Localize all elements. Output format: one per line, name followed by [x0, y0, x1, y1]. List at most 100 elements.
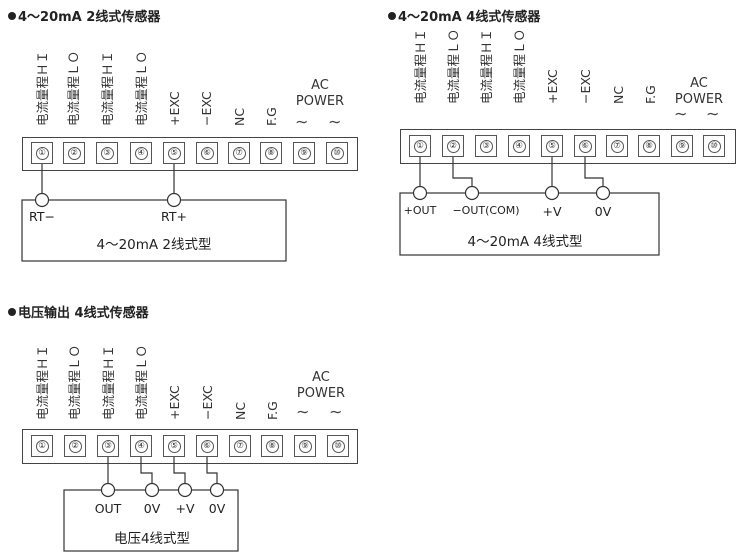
terminal-number: ⑦	[610, 139, 624, 153]
terminal-number: ④	[134, 146, 148, 160]
terminal-8: ⑧	[260, 142, 282, 164]
section-title-text: 4～20mA 4线式传感器	[398, 10, 541, 25]
terminal-5: ⑤	[163, 435, 185, 457]
ac-wave-icon: ∼	[296, 402, 310, 421]
terminal-number: ④	[134, 439, 148, 453]
section-title-2wire-current: 4～20mA 2线式传感器	[8, 6, 160, 25]
ac-wave-icon: ∼	[674, 104, 688, 123]
terminal-2: ②	[63, 142, 85, 164]
connection-terminal-icon	[144, 482, 160, 498]
terminal-number: ③	[479, 139, 493, 153]
terminal-9: ⑨	[671, 135, 693, 157]
wire	[584, 157, 604, 187]
terminal-10: ⑩	[327, 435, 349, 457]
terminal-4: ④	[130, 142, 152, 164]
terminal-3: ③	[475, 135, 497, 157]
pin-label-0v: 0V	[143, 501, 161, 516]
terminal-6: ⑥	[574, 135, 596, 157]
pin-label-rt-minus: RT−	[29, 209, 55, 224]
connection-terminal-icon	[177, 482, 193, 498]
ac-wave-icon: ∼	[329, 402, 343, 421]
bullet-icon	[8, 11, 16, 20]
ac-power-label: AC POWER	[290, 78, 350, 110]
terminal-number: ⑤	[167, 439, 181, 453]
terminal-number: ⑧	[642, 139, 656, 153]
terminal-number: ⑧	[264, 146, 278, 160]
pin-label-out: OUT	[94, 501, 122, 516]
wire	[173, 457, 186, 483]
connection-terminal-icon	[544, 185, 560, 201]
terminal-4: ④	[130, 435, 152, 457]
terminal-7: ⑦	[228, 142, 250, 164]
terminal-number: ①	[35, 146, 49, 160]
terminal-5: ⑤	[163, 142, 185, 164]
terminal-number: ①	[35, 439, 49, 453]
wire	[206, 457, 218, 483]
terminal-8: ⑧	[261, 435, 283, 457]
terminal-8: ⑧	[638, 135, 660, 157]
ac-wave-icon: ∼	[706, 104, 720, 123]
ac-power-text: AC POWER	[296, 370, 346, 401]
terminal-number: ⑨	[297, 146, 311, 160]
section-title-4wire-voltage: 电压输出 4线式传感器	[8, 302, 149, 321]
ac-power-text: AC POWER	[674, 76, 724, 107]
terminal-number: ⑩	[707, 139, 721, 153]
wire	[140, 457, 153, 483]
terminal-number: ⑦	[232, 146, 246, 160]
terminal-3: ③	[96, 142, 118, 164]
connection-terminal-icon	[100, 482, 116, 498]
device-title-4wire-current: 4～20mA 4线式型	[467, 234, 583, 250]
sensor-box-4wire-current	[399, 192, 660, 256]
pin-label-0v: 0V	[594, 204, 612, 219]
section-title-4wire-current: 4～20mA 4线式传感器	[388, 6, 540, 25]
terminal-2: ②	[64, 435, 86, 457]
terminal-number: ②	[68, 439, 82, 453]
terminal-number: ⑨	[298, 439, 312, 453]
connection-terminal-icon	[166, 192, 182, 208]
pin-label-plus-v: +V	[542, 204, 562, 219]
ac-power-label: AC POWER	[669, 76, 729, 108]
terminal-number: ⑤	[167, 146, 181, 160]
terminal-number: ⑥	[200, 146, 214, 160]
connection-terminal-icon	[595, 185, 611, 201]
terminal-number: ②	[67, 146, 81, 160]
terminal-10: ⑩	[326, 142, 348, 164]
terminal-number: ⑥	[578, 139, 592, 153]
pin-label-minus-out-com: −OUT(COM)	[452, 204, 520, 217]
wire	[452, 157, 473, 187]
terminal-number: ③	[100, 146, 114, 160]
device-title-2wire: 4～20mA 2线式型	[96, 237, 212, 253]
device-title-4wire-voltage: 电压4线式型	[113, 531, 191, 547]
terminal-6: ⑥	[196, 435, 218, 457]
section-title-text: 4～20mA 2线式传感器	[18, 10, 161, 25]
terminal-10: ⑩	[703, 135, 725, 157]
terminal-number: ⑩	[331, 439, 345, 453]
terminal-1: ①	[31, 435, 53, 457]
ac-power-label: AC POWER	[291, 370, 351, 402]
terminal-1: ①	[31, 142, 53, 164]
terminal-number: ⑩	[330, 146, 344, 160]
terminal-1: ①	[409, 135, 431, 157]
bullet-icon	[388, 11, 396, 20]
terminal-7: ⑦	[606, 135, 628, 157]
bullet-icon	[8, 307, 16, 316]
ac-power-text: AC POWER	[295, 78, 345, 109]
ac-wave-icon: ∼	[328, 112, 342, 131]
terminal-number: ③	[101, 439, 115, 453]
sensor-box-2wire	[21, 199, 287, 262]
terminal-number: ⑦	[233, 439, 247, 453]
terminal-2: ②	[442, 135, 464, 157]
connection-terminal-icon	[209, 482, 225, 498]
terminal-3: ③	[97, 435, 119, 457]
connection-terminal-icon	[464, 185, 480, 201]
terminal-6: ⑥	[196, 142, 218, 164]
terminal-4: ④	[508, 135, 530, 157]
ac-wave-icon: ∼	[295, 112, 309, 131]
terminal-7: ⑦	[229, 435, 251, 457]
terminal-9: ⑨	[293, 142, 315, 164]
connection-terminal-icon	[412, 185, 428, 201]
terminal-number: ①	[413, 139, 427, 153]
section-title-text: 电压输出 4线式传感器	[18, 306, 149, 321]
terminal-number: ⑧	[265, 439, 279, 453]
